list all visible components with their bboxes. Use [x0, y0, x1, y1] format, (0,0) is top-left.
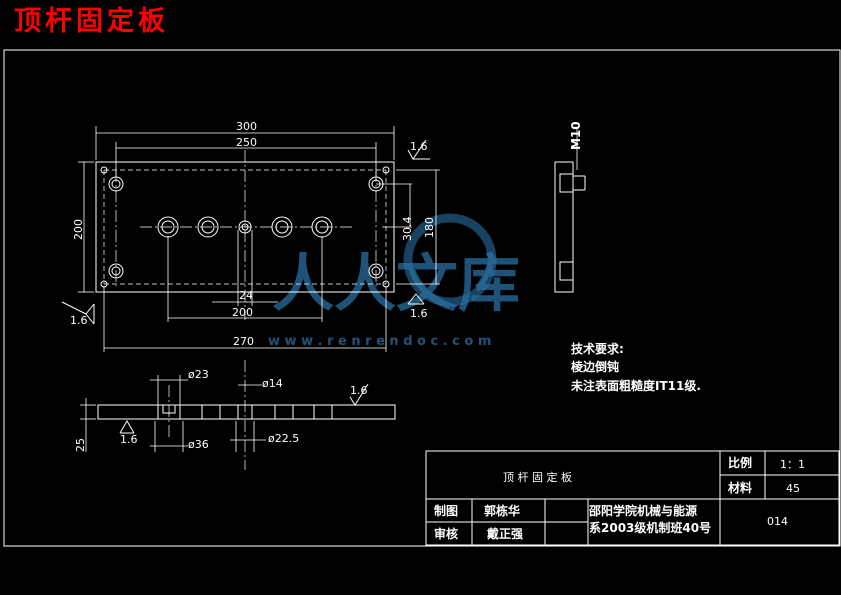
svg-text:1.6: 1.6: [410, 140, 428, 153]
watermark-text: 人人文库: [272, 247, 520, 320]
drawing-frame: [3, 49, 841, 547]
dim-180: 180: [423, 217, 436, 238]
dim-200-bottom: 200: [232, 306, 253, 319]
tech-req-line-2: 未注表面粗糙度IT11级.: [570, 378, 701, 393]
material-value: 45: [786, 482, 800, 495]
dim-270: 270: [233, 335, 254, 348]
dim-24: 24: [239, 289, 253, 302]
dim-phi22-5: ø22.5: [268, 432, 299, 445]
dim-200-left: 200: [72, 219, 85, 240]
dim-m10: M10: [569, 121, 583, 150]
roughness-symbol-section-top: 1.6: [349, 383, 369, 406]
side-view: M10: [554, 121, 586, 293]
dim-phi23: ø23: [188, 368, 209, 381]
dim-30-4: 30.4: [401, 217, 414, 242]
drawn-name: 郭栋华: [484, 503, 520, 518]
drawing-number: 014: [767, 515, 788, 528]
svg-text:1.6: 1.6: [410, 307, 428, 320]
school-line-2: 系2003级机制班40号: [589, 520, 711, 535]
scale-label: 比例: [728, 455, 752, 470]
dim-250: 250: [236, 136, 257, 149]
drawn-label: 制图: [434, 503, 458, 518]
svg-text:1.6: 1.6: [120, 433, 138, 446]
watermark-logo: [403, 213, 497, 307]
school-line-1: 邵阳学院机械与能源: [588, 503, 697, 518]
checked-name: 戴正强: [487, 526, 523, 541]
checked-label: 审核: [434, 526, 458, 541]
roughness-symbol-left: 1.6: [61, 301, 95, 327]
page-title: 顶杆固定板: [14, 6, 169, 37]
technical-requirements: 技术要求: 棱边倒钝 未注表面粗糙度IT11级.: [570, 341, 701, 393]
dim-phi36: ø36: [188, 438, 209, 451]
tech-req-heading: 技术要求:: [571, 341, 624, 356]
dim-300: 300: [236, 120, 257, 133]
section-view: ø23 ø14 ø36 ø22.5 25 1.6 1.6: [74, 360, 396, 470]
material-label: 材料: [727, 480, 752, 495]
watermark-url: w w w . r e n r e n d o c . c o m: [268, 334, 491, 349]
dim-phi14: ø14: [262, 377, 283, 390]
svg-text:1.6: 1.6: [70, 314, 88, 327]
roughness-symbol-section-bottom: 1.6: [119, 420, 138, 446]
roughness-symbol-bottom: 1.6: [407, 293, 428, 320]
watermark: 人人文库 w w w . r e n r e n d o c . c o m: [268, 213, 520, 349]
dim-25: 25: [74, 438, 87, 452]
scale-value: 1：1: [780, 458, 805, 471]
tech-req-line-1: 棱边倒钝: [571, 359, 619, 374]
title-block-part-name: 顶 杆 固 定 板: [503, 470, 572, 484]
roughness-symbol-top-right: 1.6: [407, 139, 430, 160]
title-block: 顶 杆 固 定 板 比例 1：1 材料 45 制图 郭栋华 审核 戴正强 邵阳学…: [425, 450, 840, 546]
svg-text:1.6: 1.6: [350, 384, 368, 397]
front-view: 300 250 200 180 30.4 24 200 270: [61, 120, 440, 352]
